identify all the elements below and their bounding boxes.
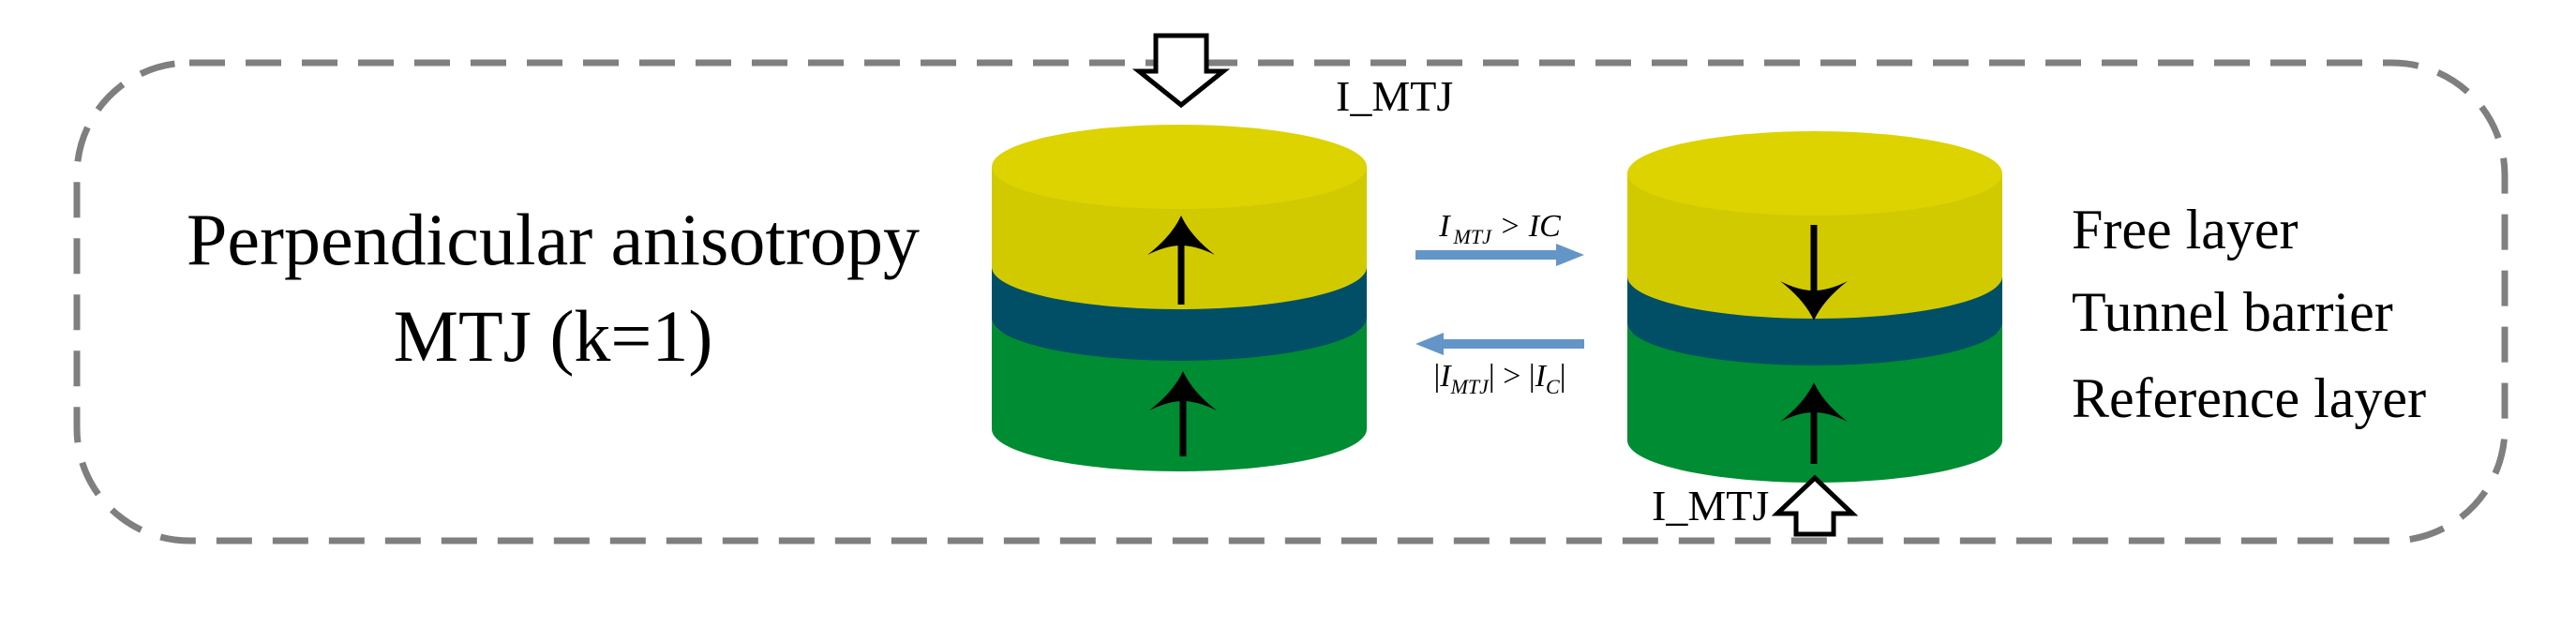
current-label-top: I_MTJ (1336, 72, 1453, 120)
layer-label-tunnel: Tunnel barrier (2072, 281, 2393, 343)
right-reference-top-edge (1627, 323, 2002, 378)
forward-transition-arrow (1415, 244, 1584, 266)
backward-condition-label: |IMTJ| > |IC| (1433, 359, 1565, 398)
current-in-down-arrow-icon (1131, 33, 1231, 109)
left-free-layer-top (992, 125, 1367, 209)
right-free-layer-top (1627, 131, 2002, 216)
right-reference-arrowhead-icon (1780, 382, 1848, 422)
title-line-2: MTJ (k=1) (394, 295, 713, 377)
backward-transition-arrow (1415, 333, 1584, 355)
right-mtj-cylinder (1627, 131, 2002, 483)
layer-label-reference: Reference layer (2072, 367, 2426, 429)
dashed-frame (73, 59, 2509, 544)
title-line-1: Perpendicular anisotropy (187, 199, 920, 280)
right-free-arrowhead-icon (1780, 281, 1848, 320)
current-label-bottom: I_MTJ (1652, 482, 1769, 529)
layer-label-free: Free layer (2072, 199, 2299, 261)
left-reference-arrowhead-icon (1149, 371, 1217, 410)
left-reference-top-edge (992, 319, 1367, 375)
current-in-up-arrow-icon (1771, 474, 1859, 537)
left-mtj-cylinder (992, 125, 1367, 471)
left-free-arrowhead-icon (1147, 216, 1215, 255)
